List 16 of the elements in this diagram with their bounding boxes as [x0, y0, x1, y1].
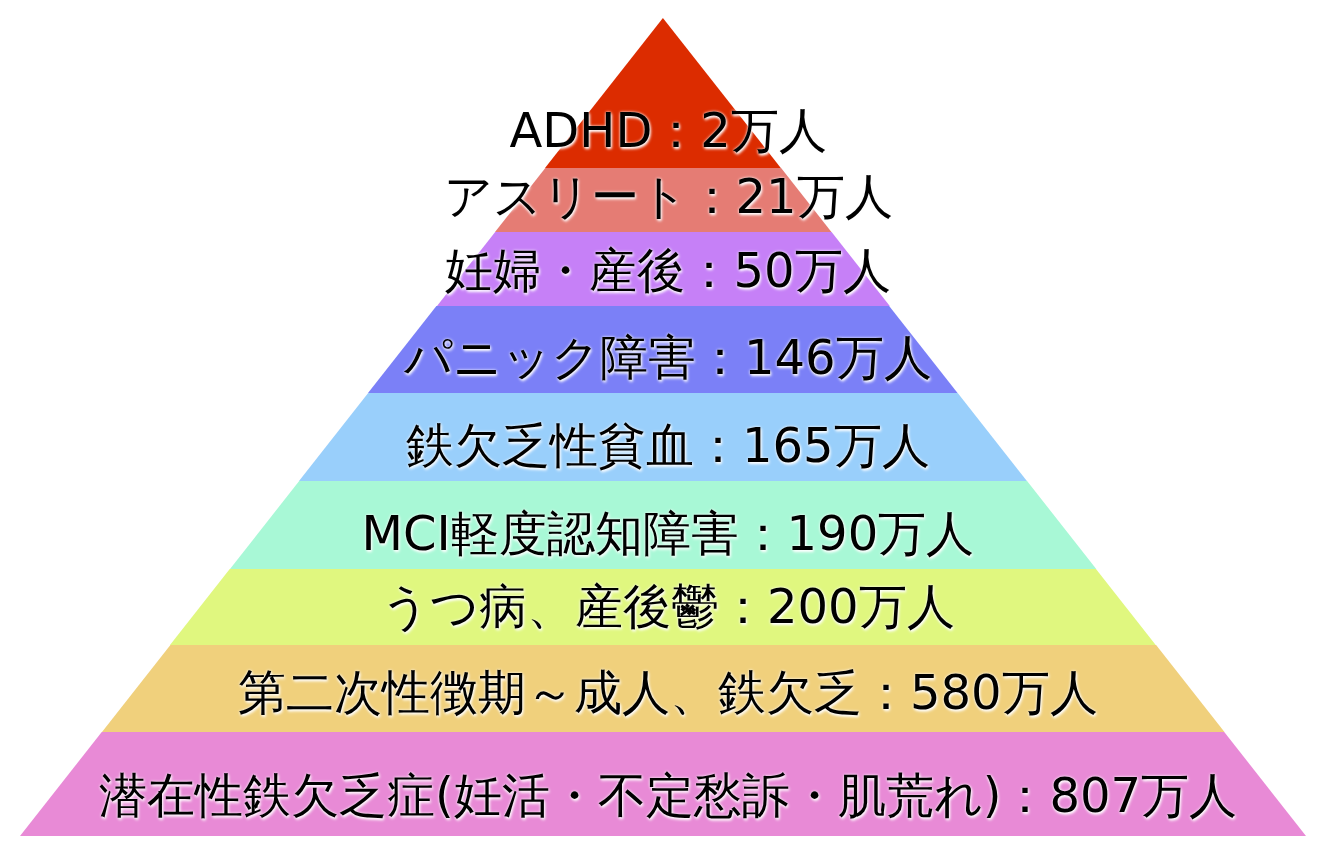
pyramid-tier [20, 732, 1306, 836]
pyramid-tier [101, 645, 1225, 732]
tier-label: パニック障害：146万人 [404, 333, 932, 381]
tier-label: 妊婦・産後：50万人 [445, 246, 891, 294]
tier-label: 潜在性鉄欠乏症(妊活・不定愁訴・肌荒れ)：807万人 [99, 771, 1238, 819]
tier-label: アスリート：21万人 [443, 172, 893, 220]
pyramid-tier [170, 569, 1156, 645]
tier-label: 鉄欠乏性貧血：165万人 [406, 421, 930, 469]
pyramid-tier [368, 306, 958, 393]
tier-label: MCI軽度認知障害：190万人 [361, 509, 975, 557]
pyramid-tier [436, 232, 891, 306]
tier-label: 第二次性徴期～成人、鉄欠乏：580万人 [238, 668, 1098, 716]
pyramid-apex [509, 18, 827, 168]
pyramid-tier [299, 393, 1027, 481]
tier-label: うつ病、産後鬱：200万人 [381, 582, 955, 630]
pyramid-tier [229, 481, 1097, 569]
